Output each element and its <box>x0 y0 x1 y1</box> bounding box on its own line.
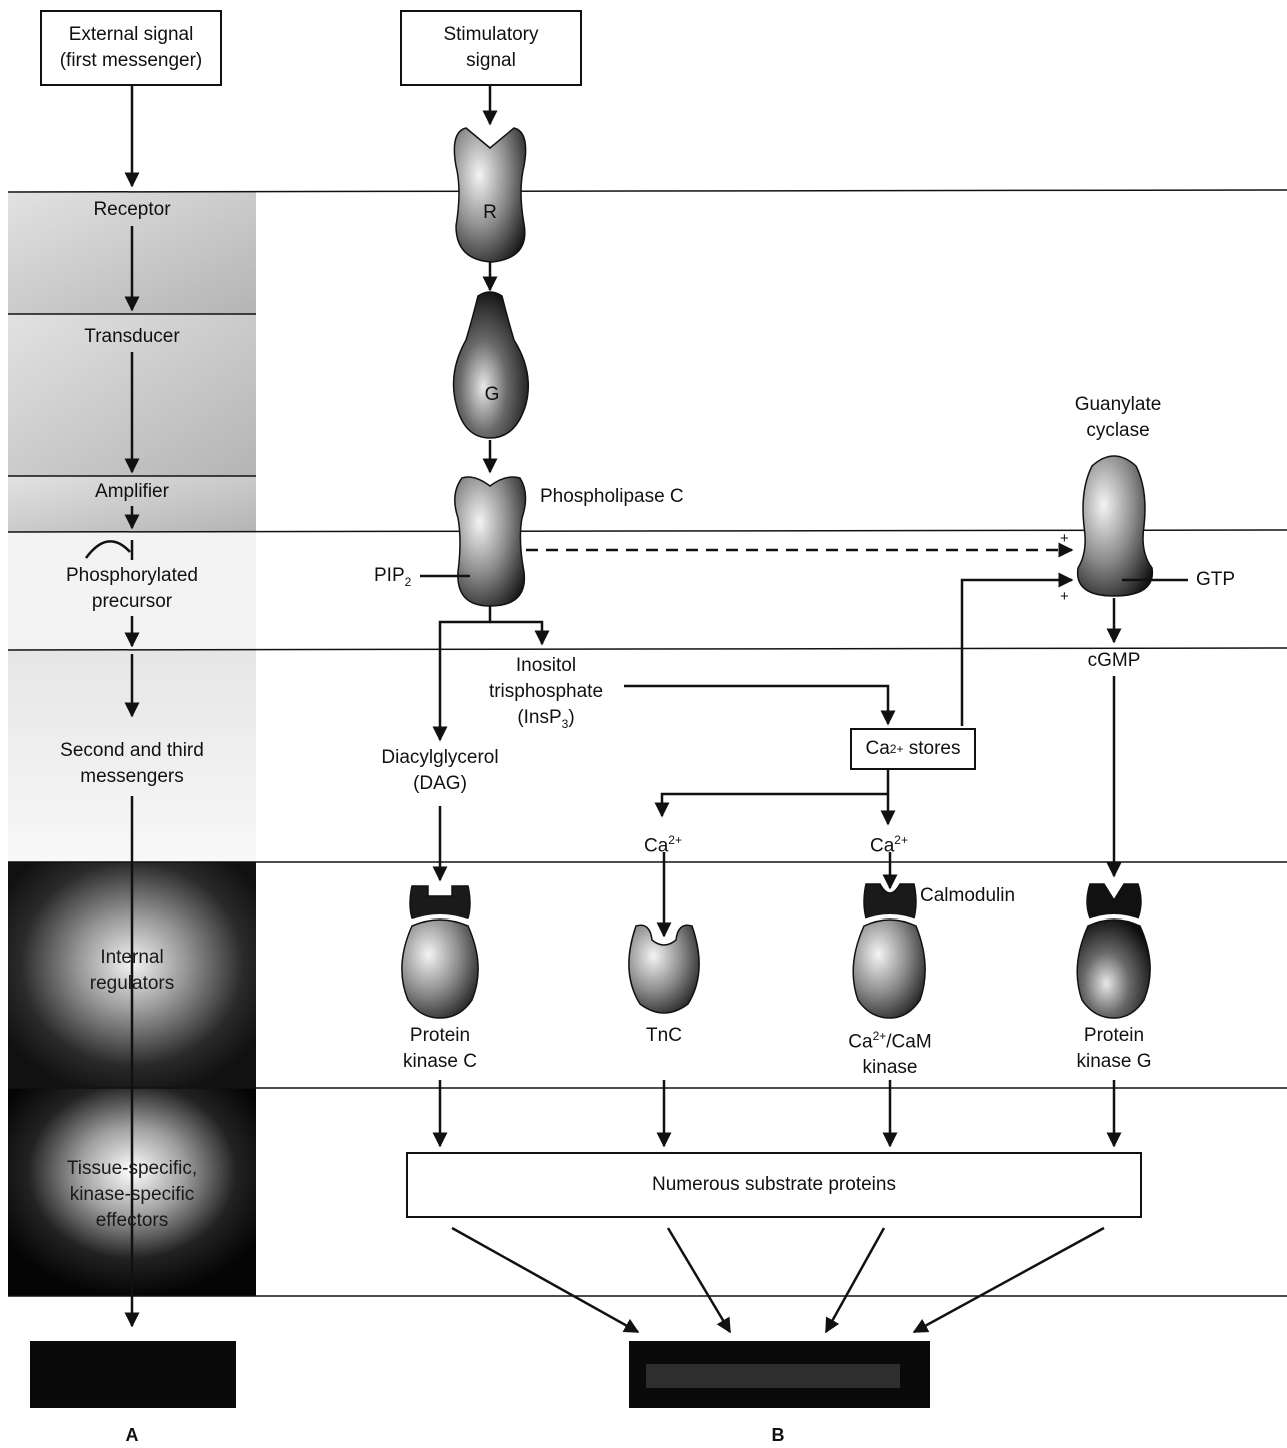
inositol-line1: Inositol <box>515 655 577 676</box>
receptor-shape <box>453 127 527 263</box>
ca-stores-suffix: stores <box>903 738 961 759</box>
calmodulin-label: Calmodulin <box>920 885 1016 906</box>
guanylate-line1: Guanylate <box>1074 394 1162 415</box>
calcium-right-text: Ca <box>870 835 895 857</box>
protein-kinase-g-label: Protein kinase G <box>1044 1023 1184 1075</box>
result-bar-a <box>30 1341 236 1408</box>
calcium-right-superscript: 2+ <box>894 833 908 847</box>
ca-stores-prefix: Ca <box>865 738 890 759</box>
stimulatory-signal-line2: signal <box>466 50 516 71</box>
phosphorylated-precursor-label: Phosphorylated precursor <box>30 563 234 615</box>
internal-regulators-label: Internal regulators <box>30 945 234 997</box>
camk-line1: Ca2+/CaM <box>820 1023 960 1055</box>
pkg-line1: Protein <box>1083 1025 1145 1046</box>
guanylate-cyclase-label: Guanylate cyclase <box>1048 392 1188 444</box>
gtp-label: GTP <box>1196 569 1236 590</box>
inositol-line3: (InsP3) <box>476 705 616 737</box>
calcium-left-text: Ca <box>644 835 669 857</box>
protein-kinase-c-shape <box>401 885 479 1019</box>
effectors-line3: effectors <box>95 1210 169 1231</box>
effectors-line1: Tissue-specific, <box>66 1158 198 1179</box>
dag-line2: (DAG) <box>413 773 467 794</box>
insp3-subscript: 3 <box>561 716 569 731</box>
insp3-prefix: (InsP <box>517 707 562 728</box>
calcium-ion-right: Ca2+ <box>856 827 922 859</box>
pip2-label: PIP2 <box>374 563 411 595</box>
tnc-shape <box>628 924 700 1014</box>
ca-stores-superscript: 2+ <box>889 742 904 756</box>
substrate-proteins-box: Numerous substrate proteins <box>406 1152 1142 1218</box>
external-signal-line1: External signal <box>68 24 194 45</box>
camk-line2: kinase <box>862 1057 918 1079</box>
effectors-line2: kinase-specific <box>69 1184 195 1205</box>
messengers-line2: messengers <box>80 766 184 787</box>
pkc-line2: kinase C <box>403 1051 477 1072</box>
guanylate-line2: cyclase <box>1086 420 1150 441</box>
messengers-label: Second and third messengers <box>30 738 234 790</box>
inositol-line2: trisphosphate <box>488 681 604 702</box>
calcium-ion-left: Ca2+ <box>630 827 696 859</box>
diacylglycerol-label: Diacylglycerol (DAG) <box>360 745 520 797</box>
effectors-label: Tissue-specific, kinase-specific effecto… <box>30 1156 234 1234</box>
level-lines <box>7 189 1287 1297</box>
cam-kinase-label: Ca2+/CaM kinase <box>820 1023 960 1081</box>
receptor-letter: R <box>483 202 497 223</box>
phospholipase-c-label: Phospholipase C <box>540 486 684 507</box>
stimulatory-signal-box: Stimulatory signal <box>400 10 582 86</box>
external-signal-line2: (first messenger) <box>59 50 203 71</box>
amplifier-level-label: Amplifier <box>95 481 169 502</box>
g-protein-shape <box>452 291 529 439</box>
dag-line1: Diacylglycerol <box>381 747 499 768</box>
substrate-proteins-text: Numerous substrate proteins <box>652 1174 896 1195</box>
pkc-line1: Protein <box>409 1025 471 1046</box>
messengers-line1: Second and third <box>60 740 204 761</box>
internal-regulators-line2: regulators <box>89 973 175 994</box>
precursor-arc <box>84 540 131 559</box>
stimulatory-signal-line1: Stimulatory <box>443 24 539 45</box>
pip2-text: PIP <box>374 565 405 586</box>
plus-sign-bottom: + <box>1060 588 1069 605</box>
inositol-trisphosphate-label: Inositol trisphosphate (InsP3) <box>476 653 616 737</box>
phospholipase-shape <box>454 476 527 607</box>
protein-kinase-g-shape <box>1076 883 1151 1019</box>
pkg-line2: kinase G <box>1076 1051 1152 1072</box>
column-b-arrows <box>420 86 1188 1334</box>
cgmp-label: cGMP <box>1087 650 1141 671</box>
insp3-suffix: ) <box>568 707 575 728</box>
panel-label-b: B <box>771 1425 785 1445</box>
internal-regulators-line1: Internal <box>100 947 164 968</box>
cam-kinase-shape <box>852 883 926 1019</box>
plus-sign-top: + <box>1060 530 1069 547</box>
guanylate-cyclase-shape <box>1076 455 1154 597</box>
camk-prefix: Ca <box>848 1031 873 1053</box>
tnc-label: TnC <box>646 1025 682 1046</box>
precursor-line1: Phosphorylated <box>65 565 199 586</box>
g-protein-letter: G <box>484 384 500 405</box>
pip2-subscript: 2 <box>404 574 412 589</box>
calcium-left-superscript: 2+ <box>668 833 682 847</box>
panel-label-a: A <box>125 1425 139 1445</box>
protein-kinase-c-label: Protein kinase C <box>370 1023 510 1075</box>
precursor-line2: precursor <box>91 591 173 612</box>
external-signal-box: External signal (first messenger) <box>40 10 222 86</box>
receptor-level-label: Receptor <box>93 199 171 220</box>
transducer-level-label: Transducer <box>84 326 180 347</box>
camk-superscript: 2+ <box>872 1029 887 1043</box>
result-bar-b-texture <box>646 1364 900 1388</box>
camk-suffix: /CaM <box>886 1031 932 1053</box>
